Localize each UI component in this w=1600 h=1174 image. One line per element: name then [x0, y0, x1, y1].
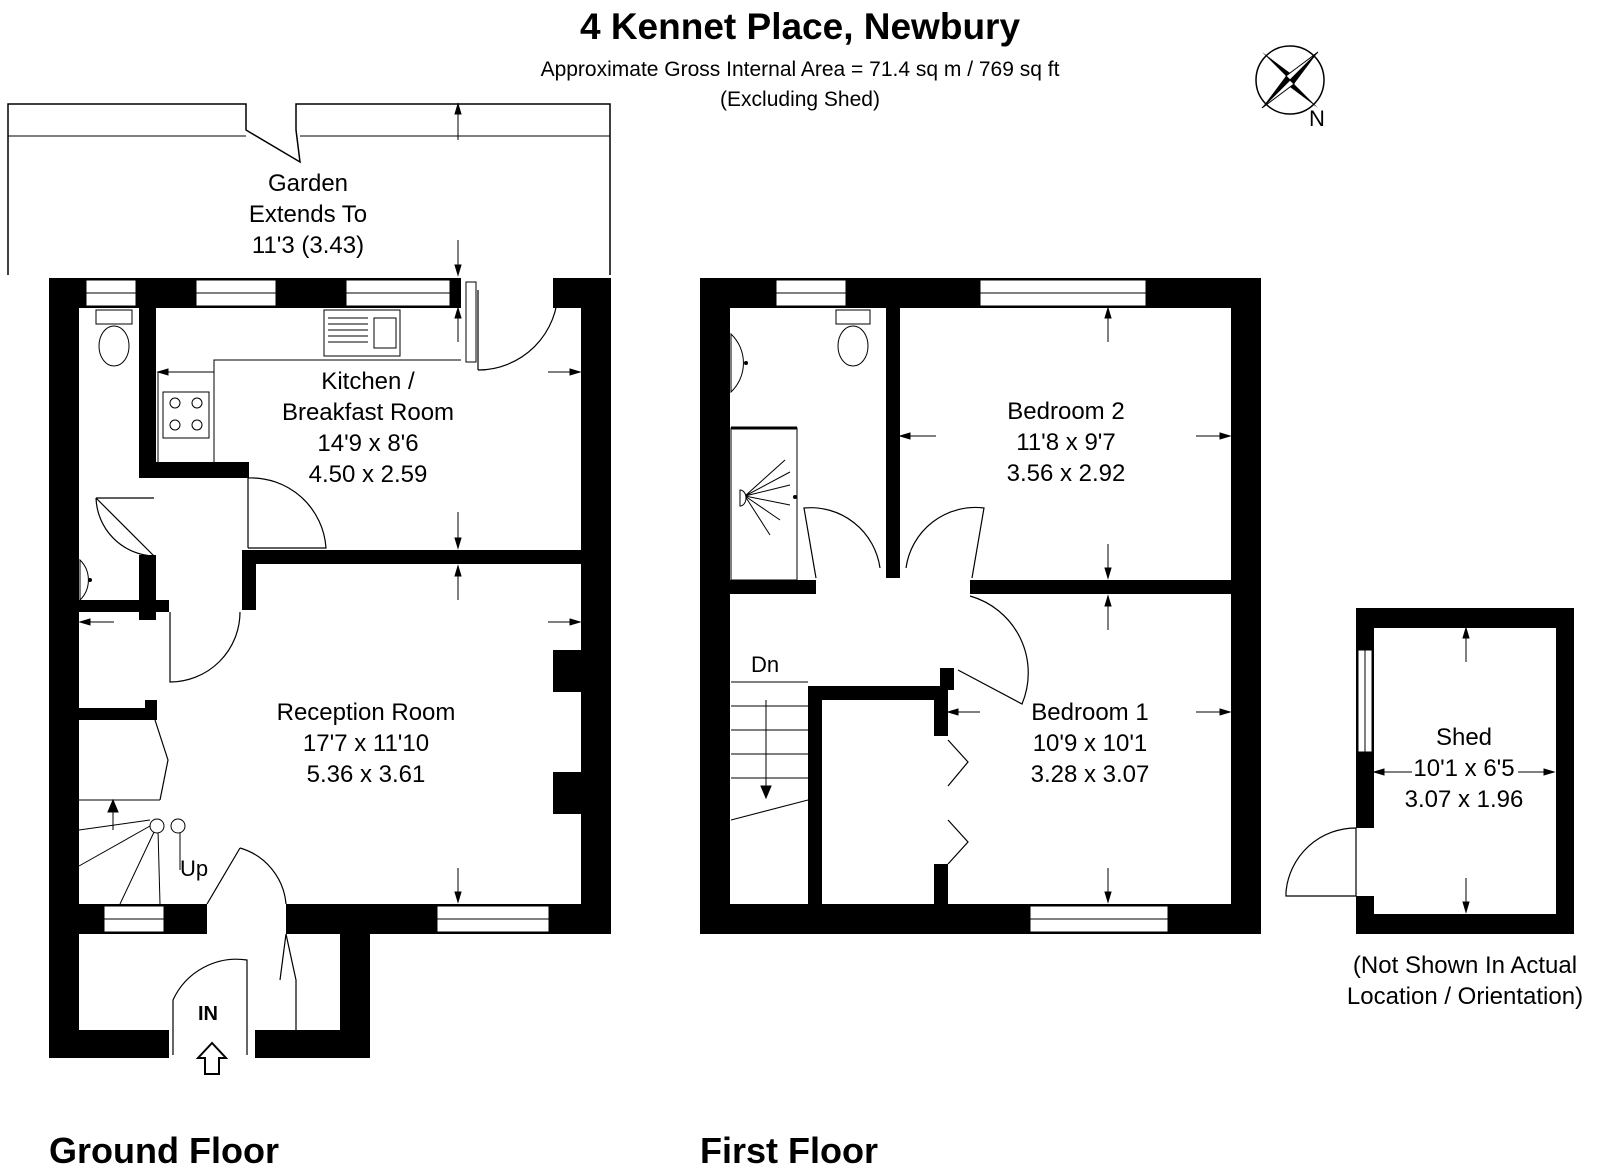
bedroom2-label: Bedroom 2 11'8 x 9'7 3.56 x 2.92: [1007, 396, 1126, 489]
wash-basin: [79, 558, 89, 602]
staircase-up: [78, 798, 186, 905]
stairs-up-label: Up: [180, 856, 209, 881]
porch-wall-south-e: [255, 1030, 370, 1058]
bedroom1-imperial: 10'9 x 10'1: [1032, 730, 1148, 757]
shed-metric: 3.07 x 1.96: [1404, 786, 1524, 813]
gross-area-note: (Excluding Shed): [720, 88, 880, 111]
bedroom1-name: Bedroom 1: [1031, 699, 1149, 726]
garden-line2: Extends To: [248, 201, 368, 228]
kitchen-label: Kitchen / Breakfast Room 14'9 x 8'6 4.50…: [282, 366, 454, 490]
kitchen-name-line2: Breakfast Room: [281, 399, 455, 426]
bedroom2-name: Bedroom 2: [1007, 398, 1125, 425]
wash-basin: [730, 332, 744, 394]
shed-note: (Not Shown In Actual Location / Orientat…: [1347, 950, 1583, 1012]
reception-metric: 5.36 x 3.61: [306, 761, 426, 788]
staircase-down: [730, 681, 809, 821]
kitchen-reception-wall: [242, 550, 581, 564]
garden-line1: Garden: [267, 170, 349, 197]
shed-name: Shed: [1435, 724, 1493, 751]
compass-icon: [1255, 45, 1325, 115]
bedroom1-label: Bedroom 1 10'9 x 10'1 3.28 x 3.07: [1031, 697, 1150, 790]
kitchen-hob: [162, 391, 210, 439]
first-floor-plan: [700, 278, 1261, 934]
ground-floor-label: Ground Floor: [49, 1130, 279, 1171]
garden-boundary: [7, 103, 611, 275]
reception-label: Reception Room 17'7 x 11'10 5.36 x 3.61: [277, 697, 456, 790]
garden-line3: 11'3 (3.43): [251, 232, 365, 259]
shed-note-line1: (Not Shown In Actual: [1352, 952, 1578, 979]
toilet: [95, 309, 133, 325]
ground-wall-west: [49, 278, 79, 1058]
kitchen-metric: 4.50 x 2.59: [308, 461, 428, 488]
kitchen-name-line1: Kitchen /: [321, 368, 415, 395]
reception-imperial: 17'7 x 11'10: [302, 730, 430, 757]
chimney-breast: [553, 650, 581, 692]
plan-title: 4 Kennet Place, Newbury: [579, 6, 1021, 47]
ground-floor-plan: [7, 102, 611, 1075]
bedroom2-metric: 3.56 x 2.92: [1006, 460, 1126, 487]
gross-area-line: Approximate Gross Internal Area = 71.4 s…: [540, 58, 1060, 81]
shed-plan: [1285, 608, 1574, 934]
shed-note-line2: Location / Orientation): [1346, 983, 1584, 1010]
kitchen-imperial: 14'9 x 8'6: [317, 430, 419, 457]
bedroom2-imperial: 11'8 x 9'7: [1016, 429, 1116, 456]
shed-label: Shed 10'1 x 6'5 3.07 x 1.96: [1405, 722, 1524, 815]
first-floor-label: First Floor: [700, 1130, 878, 1171]
garden-label: Garden Extends To 11'3 (3.43): [249, 168, 367, 261]
entrance-label: IN: [198, 1003, 218, 1025]
bedroom1-metric: 3.28 x 3.07: [1030, 761, 1150, 788]
compass-north-label: N: [1309, 106, 1325, 131]
porch-wall-south-w: [49, 1030, 169, 1058]
entrance-arrow: [195, 1041, 229, 1075]
toilet: [835, 309, 871, 325]
stairs-down-label: Dn: [751, 652, 780, 677]
shed-imperial: 10'1 x 6'5: [1413, 755, 1515, 782]
reception-name: Reception Room: [276, 699, 456, 726]
wc-wall: [139, 308, 156, 468]
ground-wall-east: [581, 278, 611, 934]
